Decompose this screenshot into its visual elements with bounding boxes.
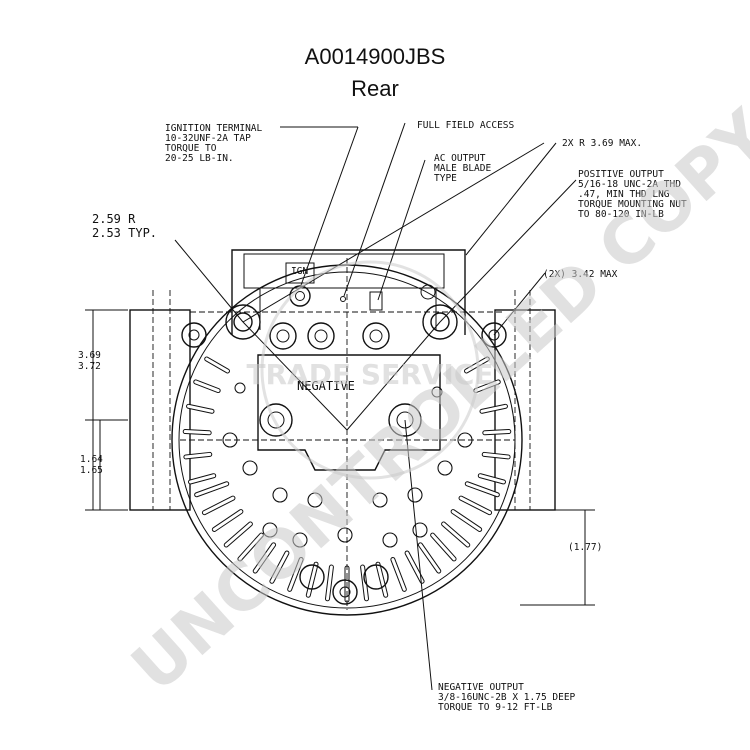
vent-slot <box>478 474 505 484</box>
vent-slot <box>459 496 492 515</box>
vent-slot <box>376 562 388 597</box>
vent-slot <box>189 474 216 484</box>
leader-lines <box>174 122 577 691</box>
radius-max-label: 2X R 3.69 MAX. <box>562 138 642 149</box>
vent-slot <box>195 482 229 497</box>
vent-slot <box>431 533 456 561</box>
vent-slot <box>326 565 333 601</box>
vent-slot <box>212 510 243 531</box>
max-342-label: (2X) 3.42 MAX <box>543 269 618 280</box>
dim-369-label-1: 3.69 <box>78 350 101 361</box>
vent-slot <box>270 551 289 583</box>
vent-slot <box>202 496 235 515</box>
vent-hole <box>437 460 453 476</box>
negative-plate <box>257 354 441 471</box>
vent-slot <box>205 357 229 373</box>
vent-slot <box>288 557 303 591</box>
vent-slot <box>465 482 499 497</box>
vent-slot <box>451 510 482 531</box>
negative-label: NEGATIVE <box>297 379 355 393</box>
negative-output-label-2: 3/8-16UNC-2B X 1.75 DEEP <box>438 692 576 703</box>
vent-hole <box>382 532 398 548</box>
terminal-posts <box>181 262 507 605</box>
positive-output-label-4: TORQUE MOUNTING NUT <box>578 199 687 210</box>
vent-hole <box>372 492 388 508</box>
vent-hole <box>292 532 308 548</box>
callout-labels: IGNITION TERMINAL 10-32UNF-2A TAP TORQUE… <box>78 120 687 713</box>
ac-output-label-3: TYPE <box>434 173 457 184</box>
vent-hole <box>242 460 258 476</box>
vent-slot <box>306 562 318 597</box>
vent-hole <box>337 527 353 543</box>
uncontrolled-copy-text: UNCONTROLLED COPY <box>117 95 750 707</box>
vent-slot <box>405 551 424 583</box>
positive-output-label-3: .47, MIN THD LNG <box>578 189 670 200</box>
negative-output-label-3: TORQUE TO 9-12 FT-LB <box>438 702 553 713</box>
vent-slot <box>391 557 406 591</box>
negative-output-label-1: NEGATIVE OUTPUT <box>438 682 524 693</box>
vent-hole <box>307 492 323 508</box>
vent-hole <box>272 487 288 503</box>
ignition-label-4: 20-25 LB-IN. <box>165 153 234 164</box>
ignition-label-2: 10-32UNF-2A TAP <box>165 133 251 144</box>
vent-slot <box>480 404 507 413</box>
vent-slot <box>184 452 212 459</box>
vent-slot <box>224 522 252 547</box>
vent-hole <box>262 522 278 538</box>
part-number-title: A0014900JBS <box>304 44 446 69</box>
trade-service-seal-text: TRADE SERVICE <box>246 358 493 391</box>
ignition-label-1: IGNITION TERMINAL <box>165 123 263 134</box>
vent-slot <box>183 430 211 435</box>
vent-slot <box>187 404 214 413</box>
ignition-label-3: TORQUE TO <box>165 143 217 154</box>
dim-164-label-2: 1.65 <box>80 465 103 476</box>
vent-slot <box>483 430 511 435</box>
ign-label: IGN <box>291 266 308 277</box>
ac-output-label-1: AC OUTPUT <box>434 153 486 164</box>
center-lines <box>180 258 515 610</box>
dim-369-label-2: 3.72 <box>78 361 101 372</box>
vent-slot <box>194 380 220 393</box>
vent-slot <box>482 452 510 459</box>
dimension-lines <box>85 309 595 606</box>
vent-slot <box>361 565 368 601</box>
positive-output-label-5: TO 80-120 IN-LB <box>578 209 664 220</box>
positive-output-label-1: POSITIVE OUTPUT <box>578 169 664 180</box>
vent-slot <box>253 543 276 573</box>
dim-177-label: (1.77) <box>568 542 602 553</box>
radius-typ-label-1: 2.59 R <box>92 212 136 226</box>
vent-slot <box>474 380 500 393</box>
dim-164-label-1: 1.64 <box>80 454 103 465</box>
view-subtitle: Rear <box>351 76 399 101</box>
vent-slot <box>442 522 470 547</box>
radius-typ-label-2: 2.53 TYP. <box>92 226 157 240</box>
vent-slot <box>418 543 441 573</box>
vent-hole <box>407 487 423 503</box>
ac-output-label-2: MALE BLADE <box>434 163 491 174</box>
positive-output-label-2: 5/16-18 UNC-2A THD <box>578 179 681 190</box>
uncontrolled-copy-watermark: TRADE SERVICE UNCONTROLLED COPY <box>117 95 750 707</box>
vent-slot <box>238 533 263 561</box>
full-field-label: FULL FIELD ACCESS <box>417 120 515 131</box>
